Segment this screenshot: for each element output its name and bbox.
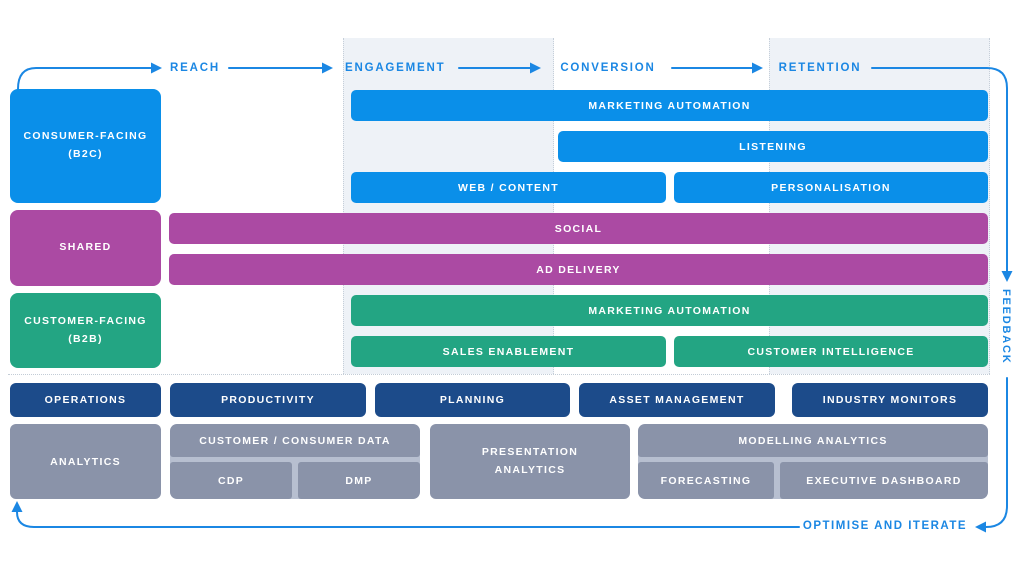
b2c-label-line1: CONSUMER-FACING	[23, 130, 148, 143]
box-analytics: ANALYTICS	[10, 424, 161, 499]
optimise-left-arrowhead	[975, 521, 986, 533]
stage-label-conversion: CONVERSION	[560, 62, 656, 74]
modelling-analytics-header: MODELLING ANALYTICS	[638, 424, 988, 457]
customer-data-header: CUSTOMER / CONSUMER DATA	[170, 424, 420, 457]
optimise-iterate-label: OPTIMISE AND ITERATE	[802, 520, 968, 532]
engagement-arrowhead	[322, 62, 333, 74]
lane-label-b2c: CONSUMER-FACING (B2C)	[10, 89, 161, 203]
bar-listening: LISTENING	[558, 131, 988, 162]
lane-label-b2b: CUSTOMER-FACING (B2B)	[10, 293, 161, 368]
feedback-label: FEEDBACK	[1000, 289, 1012, 365]
bar-sales-enablement: SALES ENABLEMENT	[351, 336, 666, 367]
lane-label-shared: SHARED	[10, 210, 161, 286]
customer-data-group: CUSTOMER / CONSUMER DATA CDP DMP	[170, 424, 420, 499]
bar-social: SOCIAL	[169, 213, 988, 244]
box-planning: PLANNING	[375, 383, 570, 417]
b2c-label-line2: (B2C)	[68, 148, 103, 160]
box-forecasting: FORECASTING	[638, 462, 774, 499]
modelling-analytics-group: MODELLING ANALYTICS FORECASTING EXECUTIV…	[638, 424, 988, 499]
bar-customer-intelligence: CUSTOMER INTELLIGENCE	[674, 336, 988, 367]
section-divider-line	[8, 374, 990, 375]
box-cdp: CDP	[170, 462, 292, 499]
bottom-return-line	[16, 511, 800, 528]
stage-label-retention: RETENTION	[778, 62, 862, 74]
stage-label-engagement: ENGAGEMENT	[345, 62, 446, 74]
box-operations: OPERATIONS	[10, 383, 161, 417]
feedback-to-bottom-line	[985, 377, 1008, 528]
conversion-arrowhead	[530, 62, 541, 74]
reach-arrowhead	[151, 62, 162, 74]
retention-arrowhead	[752, 62, 763, 74]
box-industry-monitors: INDUSTRY MONITORS	[792, 383, 988, 417]
box-executive-dashboard: EXECUTIVE DASHBOARD	[780, 462, 988, 499]
bar-b2b-marketing-automation: MARKETING AUTOMATION	[351, 295, 988, 326]
bar-b2c-marketing-automation: MARKETING AUTOMATION	[351, 90, 988, 121]
start-curve-arrow	[17, 67, 152, 90]
b2b-label-line1: CUSTOMER-FACING	[24, 314, 147, 327]
loop-up-arrowhead	[11, 501, 23, 512]
feedback-down-arrowhead	[1001, 271, 1013, 282]
presentation-analytics-label: PRESENTATION ANALYTICS	[481, 445, 579, 476]
b2b-label-line2: (B2B)	[68, 332, 103, 345]
box-asset-management: ASSET MANAGEMENT	[579, 383, 775, 417]
bar-ad-delivery: AD DELIVERY	[169, 254, 988, 285]
bar-web-content: WEB / CONTENT	[351, 172, 666, 203]
modelling-analytics-subrow: FORECASTING EXECUTIVE DASHBOARD	[638, 462, 988, 499]
bar-personalisation: PERSONALISATION	[674, 172, 988, 203]
box-presentation-analytics: PRESENTATION ANALYTICS	[430, 424, 630, 499]
customer-data-subrow: CDP DMP	[170, 462, 420, 499]
stage-label-reach: REACH	[170, 62, 220, 74]
box-productivity: PRODUCTIVITY	[170, 383, 366, 417]
box-dmp: DMP	[298, 462, 420, 499]
retention-to-feedback-line	[871, 67, 1008, 272]
